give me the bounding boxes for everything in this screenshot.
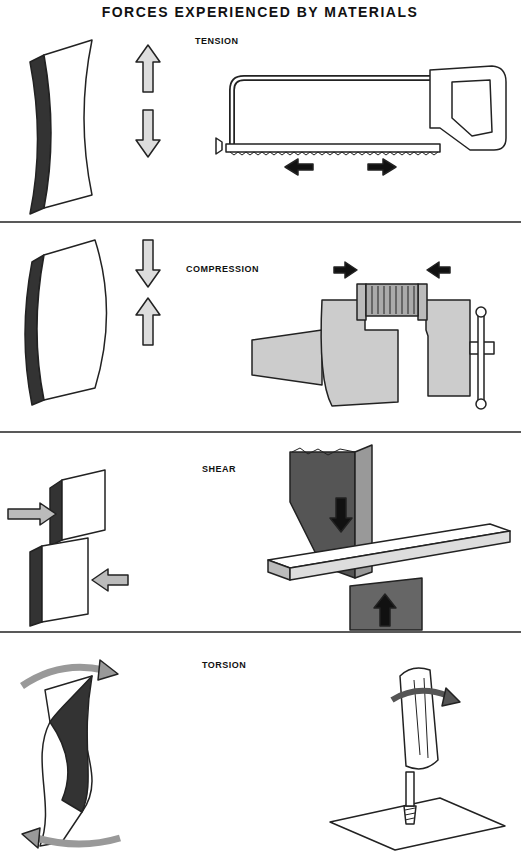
workpiece-board — [330, 798, 505, 850]
twist-arrow — [22, 667, 104, 686]
twist-arrow-head — [22, 828, 40, 848]
force-arrow — [8, 503, 56, 525]
twist-arrow — [36, 838, 120, 844]
force-arrow — [427, 262, 450, 278]
saw-teeth — [230, 152, 438, 155]
panel-divider — [0, 431, 521, 433]
twisted-strip — [40, 676, 92, 846]
screw-thread — [405, 808, 415, 820]
block-face — [44, 40, 92, 208]
block-face — [62, 470, 105, 540]
block-face — [37, 240, 107, 400]
workpiece — [366, 284, 418, 316]
screw — [404, 806, 416, 824]
workpiece-hatch — [372, 286, 414, 314]
force-arrow — [136, 298, 160, 345]
turn-arrow-head — [442, 688, 460, 706]
saw-handle-grip — [452, 80, 492, 136]
force-label: SHEAR — [200, 464, 238, 474]
panel-divider — [0, 221, 521, 223]
screwdriver-shaft — [406, 772, 414, 806]
vise-horn — [252, 330, 322, 385]
force-arrow — [285, 159, 313, 175]
twisted-strip-side — [50, 676, 92, 812]
saw-frame — [232, 78, 432, 146]
saw-blade — [226, 144, 440, 152]
saw-handle — [430, 66, 506, 150]
blade-break — [292, 448, 355, 455]
force-label: COMPRESSION — [184, 264, 261, 274]
wing-nut — [216, 138, 222, 154]
force-label: TORSION — [200, 660, 248, 670]
force-arrow — [374, 594, 396, 626]
vise-handle — [478, 312, 484, 404]
force-arrow — [92, 569, 128, 591]
force-arrow — [136, 240, 160, 287]
panel-divider — [0, 631, 521, 633]
force-label: TENSION — [193, 36, 241, 46]
saw-frame — [232, 78, 432, 146]
shear-support — [350, 578, 422, 630]
force-arrow — [368, 159, 396, 175]
block-face — [42, 538, 88, 622]
bar-stock-end — [268, 560, 290, 580]
force-arrow — [136, 45, 160, 92]
bar-stock-side — [290, 531, 510, 580]
force-arrow — [334, 262, 357, 278]
jaw-plate — [357, 284, 366, 320]
twist-arrow-head — [98, 660, 118, 680]
block-side — [30, 546, 42, 626]
screwdriver-handle — [400, 668, 438, 769]
force-arrow — [330, 498, 352, 532]
handle-knob — [476, 307, 486, 317]
turn-arrow — [392, 691, 448, 700]
title: FORCES EXPERIENCED BY MATERIALS — [100, 4, 421, 20]
drawing — [0, 40, 521, 850]
vise-jaw — [426, 300, 470, 396]
jaw-plate — [418, 284, 427, 320]
force-arrow — [136, 110, 160, 157]
handle-knob — [476, 399, 486, 409]
